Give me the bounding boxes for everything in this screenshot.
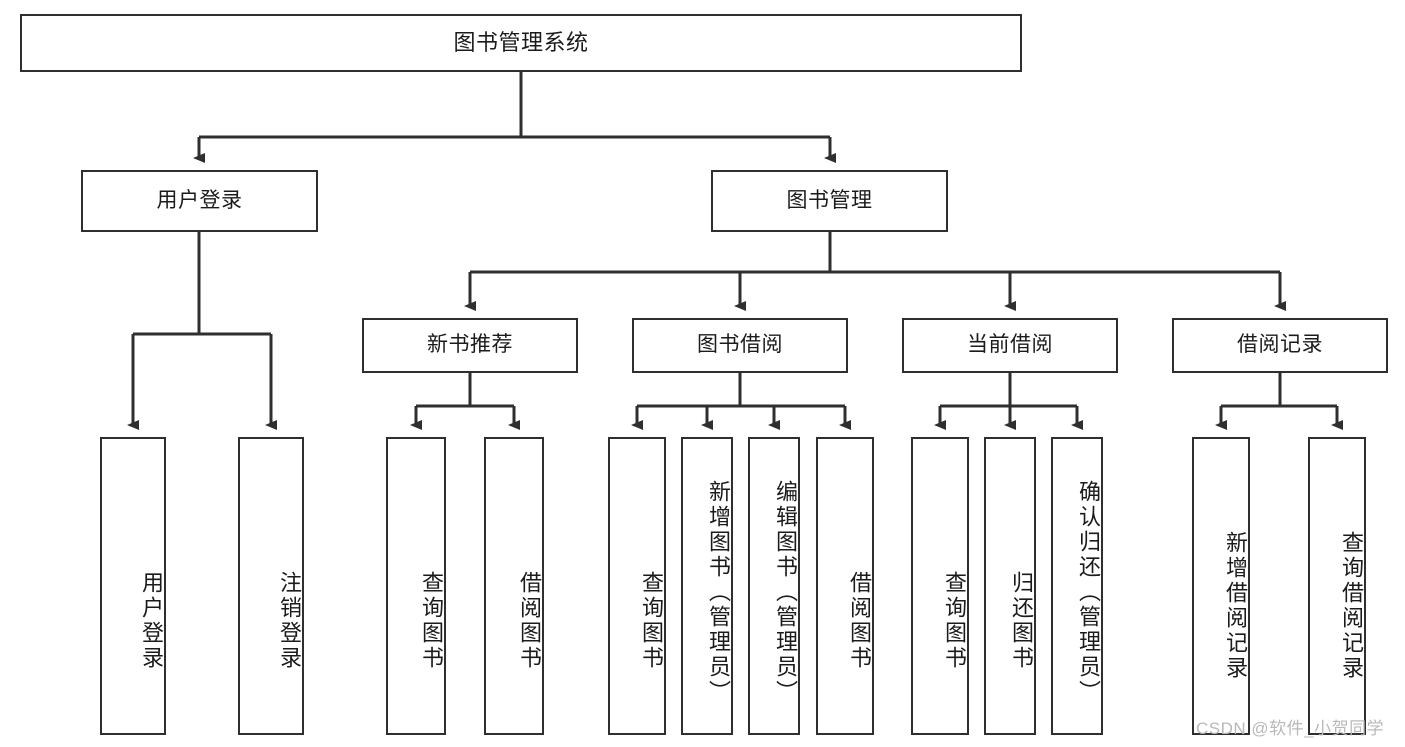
node-root[interactable]: 图书管理系统 — [20, 14, 1022, 72]
node-current-borrow-label: 当前借阅 — [967, 333, 1053, 357]
node-leaf-borrow-book-1[interactable]: 借阅图书 — [484, 437, 544, 735]
watermark: CSDN @软件_小贺同学 — [1196, 714, 1384, 739]
node-leaf-add-book[interactable]: 新增图书（管理员） — [681, 437, 733, 735]
node-leaf-confirm-return-label: 确认归还（管理员） — [1076, 479, 1101, 705]
node-leaf-add-borrow-record[interactable]: 新增借阅记录 — [1192, 437, 1250, 735]
node-book-manage-label: 图书管理 — [786, 188, 873, 212]
node-book-manage[interactable]: 图书管理 — [711, 170, 948, 232]
node-leaf-query-borrow-record[interactable]: 查询借阅记录 — [1308, 437, 1366, 735]
node-leaf-query-book-3[interactable]: 查询图书 — [911, 437, 969, 735]
node-leaf-return-book-label: 归还图书 — [1009, 571, 1034, 671]
node-current-borrow[interactable]: 当前借阅 — [902, 318, 1118, 373]
node-leaf-return-book[interactable]: 归还图书 — [984, 437, 1036, 735]
node-leaf-query-book-1[interactable]: 查询图书 — [386, 437, 446, 735]
node-leaf-user-login[interactable]: 用户登录 — [100, 437, 166, 735]
node-leaf-edit-book-label: 编辑图书（管理员） — [773, 479, 798, 705]
node-leaf-query-book-2-label: 查询图书 — [639, 571, 664, 671]
node-leaf-borrow-book-2-label: 借阅图书 — [847, 571, 872, 671]
node-new-book-recommend-label: 新书推荐 — [427, 333, 513, 357]
node-borrow-record[interactable]: 借阅记录 — [1172, 318, 1388, 373]
watermark-text: CSDN @软件_小贺同学 — [1196, 719, 1385, 738]
node-leaf-query-borrow-record-label: 查询借阅记录 — [1339, 531, 1364, 681]
node-book-borrow[interactable]: 图书借阅 — [632, 318, 848, 373]
node-book-borrow-label: 图书借阅 — [697, 333, 783, 357]
node-leaf-logout[interactable]: 注销登录 — [238, 437, 304, 735]
node-leaf-add-borrow-record-label: 新增借阅记录 — [1223, 531, 1248, 681]
node-user-login[interactable]: 用户登录 — [81, 170, 318, 232]
node-leaf-add-book-label: 新增图书（管理员） — [706, 479, 731, 705]
node-leaf-borrow-book-2[interactable]: 借阅图书 — [816, 437, 874, 735]
node-new-book-recommend[interactable]: 新书推荐 — [362, 318, 578, 373]
node-leaf-query-book-3-label: 查询图书 — [942, 571, 967, 671]
node-leaf-edit-book[interactable]: 编辑图书（管理员） — [748, 437, 800, 735]
node-leaf-user-login-label: 用户登录 — [139, 571, 164, 671]
node-leaf-logout-label: 注销登录 — [277, 571, 302, 671]
node-leaf-confirm-return[interactable]: 确认归还（管理员） — [1051, 437, 1103, 735]
node-user-login-label: 用户登录 — [156, 188, 243, 212]
node-borrow-record-label: 借阅记录 — [1237, 333, 1323, 357]
node-leaf-query-book-2[interactable]: 查询图书 — [608, 437, 666, 735]
node-root-label: 图书管理系统 — [453, 30, 589, 56]
node-leaf-borrow-book-1-label: 借阅图书 — [517, 571, 542, 671]
node-leaf-query-book-1-label: 查询图书 — [419, 571, 444, 671]
